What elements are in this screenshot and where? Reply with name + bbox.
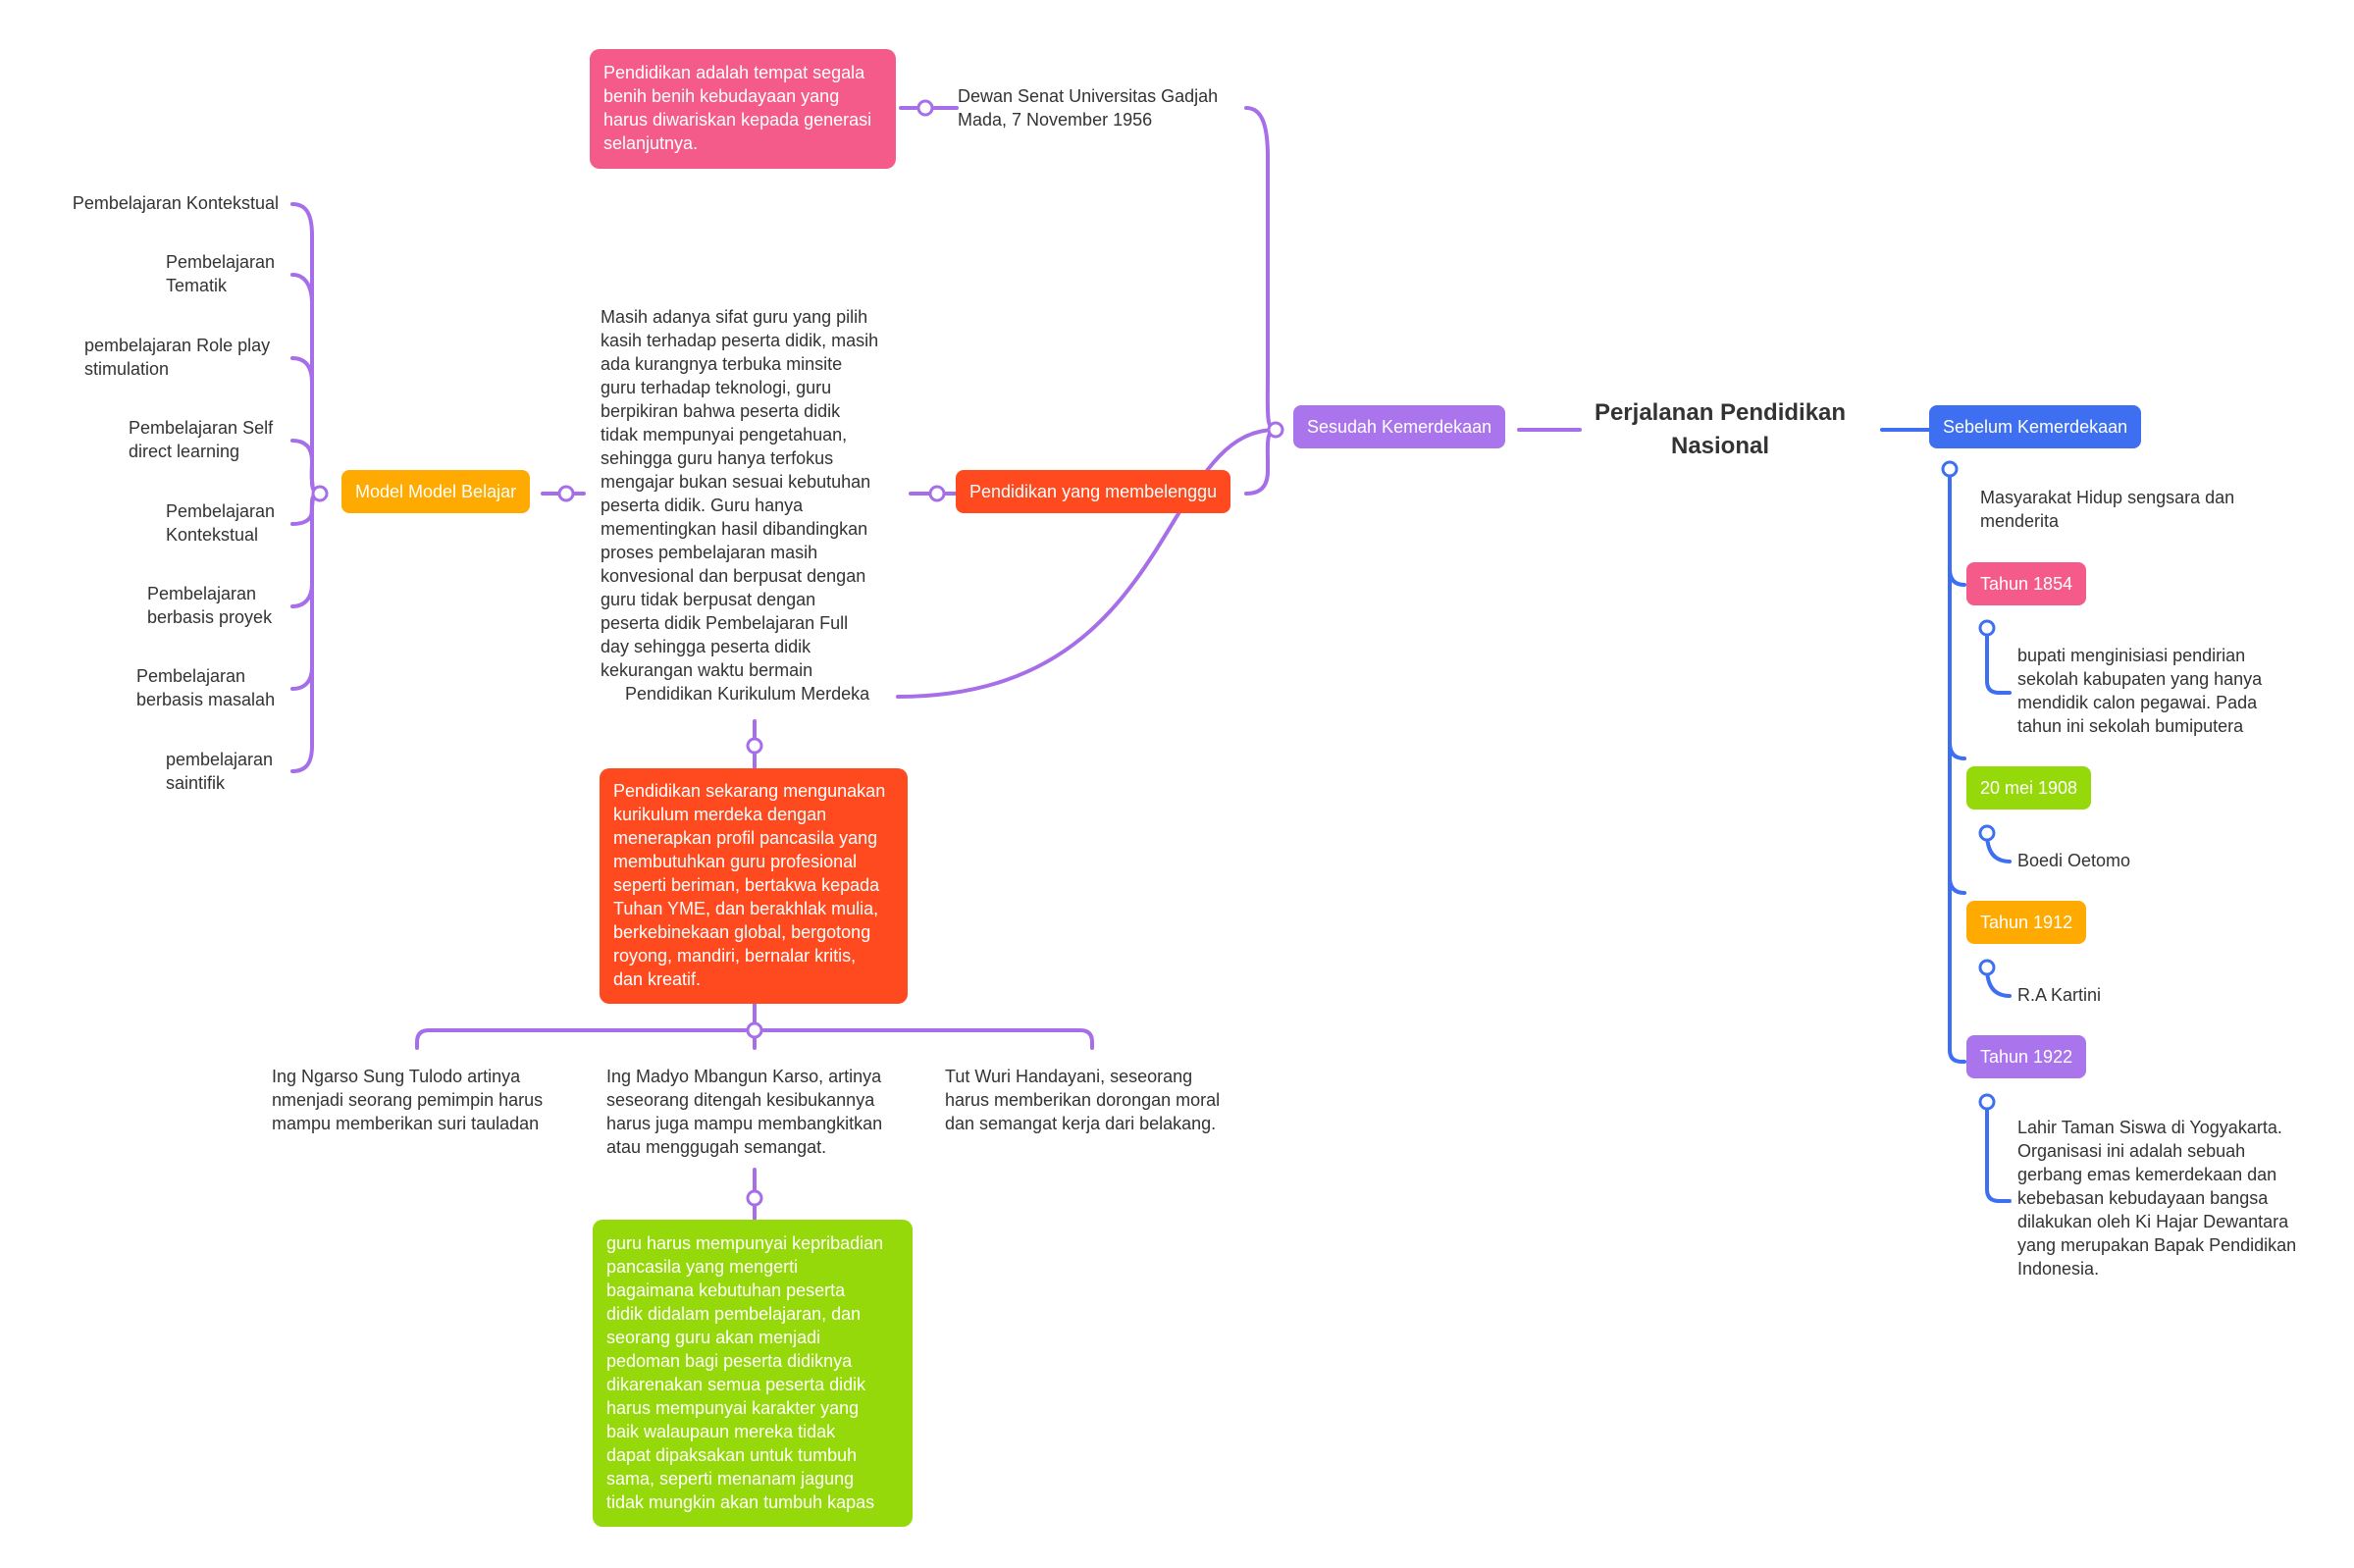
principle-ing-madyo[interactable]: Ing Madyo Mbangun Karso, artinya seseora… <box>606 1067 883 1157</box>
event-1854-node[interactable]: Tahun 1854 <box>1966 562 2087 605</box>
model-item[interactable]: Pembelajaran Self direct learning <box>129 418 274 461</box>
model-item[interactable]: pembelajaran saintifik <box>166 750 274 793</box>
connector-model-item-2 <box>290 273 322 496</box>
model-belajar-node[interactable]: Model Model Belajar <box>341 470 531 513</box>
model-item[interactable]: Pembelajaran Kontekstual <box>72 193 279 213</box>
connector-blue-l4 <box>1985 1100 2012 1203</box>
event-1854-desc: bupati menginisiasi pendirian sekolah ka… <box>2017 646 2263 736</box>
event-1922-desc: Lahir Taman Siswa di Yogyakarta. Organis… <box>2017 1118 2297 1279</box>
sebelum-kemerdekaan-node[interactable]: Sebelum Kemerdekaan <box>1929 405 2142 448</box>
connector-blue-b3 <box>1948 875 1966 895</box>
dewan-quote-box[interactable]: Pendidikan adalah tempat segala benih be… <box>590 49 896 169</box>
sebelum-intro-text: Masyarakat Hidup sengsara dan menderita <box>1980 488 2235 531</box>
event-1908-desc: Boedi Oetomo <box>2017 851 2131 870</box>
principle-ing-ngarso[interactable]: Ing Ngarso Sung Tulodo artinya nmenjadi … <box>272 1067 544 1133</box>
dewan-senat-text[interactable]: Dewan Senat Universitas Gadjah Mada, 7 N… <box>958 86 1219 130</box>
event-1908-node[interactable]: 20 mei 1908 <box>1966 766 2092 810</box>
connector-model-item-8 <box>290 492 322 773</box>
model-item[interactable]: Pembelajaran berbasis proyek <box>147 584 273 627</box>
connector-model-item-3 <box>290 356 322 496</box>
connector-model-item-6 <box>290 492 322 608</box>
pendidikan-membelenggu-node[interactable]: Pendidikan yang membelenggu <box>956 470 1231 513</box>
event-1912-desc: R.A Kartini <box>2017 985 2102 1005</box>
principle-tut-wuri[interactable]: Tut Wuri Handayani, seseorang harus memb… <box>945 1067 1221 1133</box>
sesudah-kemerdekaan-node[interactable]: Sesudah Kemerdekaan <box>1293 405 1506 448</box>
connector-blue-trunk <box>1948 467 1966 1064</box>
kurikulum-merdeka-box[interactable]: Pendidikan sekarang mengunakan kurikulum… <box>600 768 908 1004</box>
event-1912-node[interactable]: Tahun 1912 <box>1966 901 2087 944</box>
membelenggu-description[interactable]: Masih adanya sifat guru yang pilih kasih… <box>601 307 879 680</box>
model-item[interactable]: Pembelajaran Kontekstual <box>166 501 276 545</box>
event-1922-node[interactable]: Tahun 1922 <box>1966 1035 2087 1078</box>
connector-sesudah-kurikulum <box>896 428 1278 699</box>
connector-sesudah-membelenggu <box>1244 428 1278 496</box>
connector-blue-l1 <box>1985 626 2012 695</box>
model-item[interactable]: Pembelajaran Tematik <box>166 252 276 295</box>
model-item[interactable]: pembelajaran Role play stimulation <box>84 336 271 379</box>
kurikulum-merdeka-label[interactable]: Pendidikan Kurikulum Merdeka <box>625 684 870 704</box>
connector-model-item-1 <box>290 202 322 496</box>
connector-model-item-4 <box>290 439 322 496</box>
connector-blue-b2 <box>1948 741 1966 760</box>
root-topic[interactable]: Perjalanan Pendidikan Nasional <box>1594 399 1847 459</box>
model-item[interactable]: Pembelajaran berbasis masalah <box>136 666 276 709</box>
guru-kepribadian-box[interactable]: guru harus mempunyai kepribadian pancasi… <box>593 1220 913 1527</box>
connector-blue-b1 <box>1948 567 1966 587</box>
connector-sesudah-dewan <box>1244 106 1278 432</box>
